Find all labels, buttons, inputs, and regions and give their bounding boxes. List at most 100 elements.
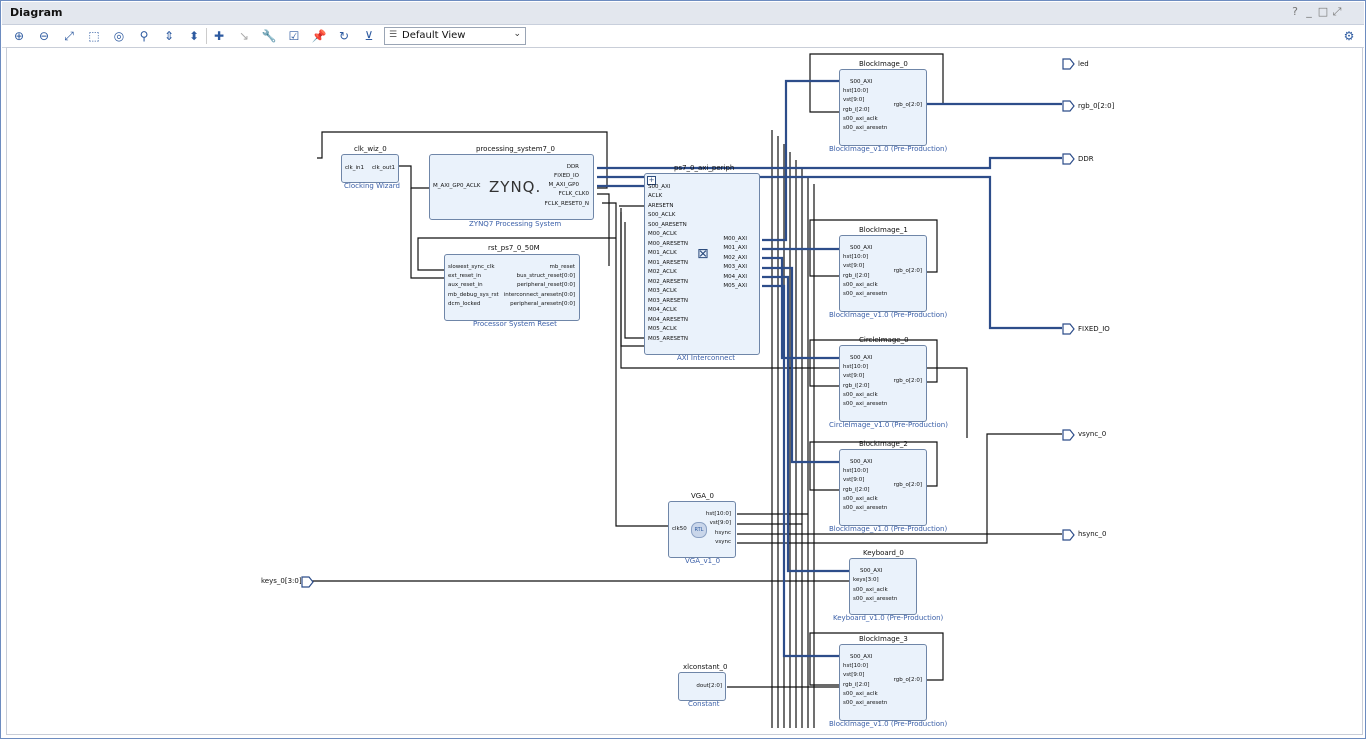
auto-fit-icon[interactable]: ◎ — [113, 29, 125, 43]
validate-icon[interactable]: ☑ — [288, 29, 300, 43]
axi-input-14: M04_ARESETN — [648, 317, 688, 323]
ps7-name: processing_system7_0 — [476, 145, 555, 153]
bi3-input-3: rgb_i[2:0] — [843, 682, 870, 688]
bi3-block[interactable]: S00_AXI hst[10:0] vst[9:0] rgb_i[2:0] s0… — [839, 644, 927, 721]
minimize-icon[interactable]: _ — [1306, 5, 1312, 18]
ci0-input-5: s00_axi_aresetn — [843, 401, 888, 407]
help-icon[interactable]: ? — [1292, 5, 1298, 18]
rst-output-2: peripheral_reset[0:0] — [516, 282, 575, 288]
port-vsync[interactable]: vsync_0 — [1078, 430, 1107, 438]
pin-icon[interactable]: 📌 — [311, 29, 327, 43]
kb0-name: Keyboard_0 — [863, 549, 904, 557]
axi-input-8: M01_ARESETN — [648, 260, 688, 266]
kb0-input-2: s00_axi_aclk — [853, 587, 888, 593]
bi0-sub: BlockImage_v1.0 (Pre-Production) — [829, 145, 948, 153]
axi-output-0: M00_AXI — [723, 236, 747, 242]
rtl-badge: RTL — [691, 522, 707, 538]
axi-input-7: M01_ACLK — [648, 250, 677, 256]
collapse-icon[interactable]: ⇕ — [163, 29, 175, 43]
zoom-area-icon[interactable]: ⬚ — [88, 29, 100, 43]
bi1-input-1: hst[10:0] — [843, 254, 869, 260]
expand-icon[interactable]: + — [647, 176, 656, 185]
port-hsync[interactable]: hsync_0 — [1078, 530, 1107, 538]
add-ip-icon[interactable]: ✚ — [213, 29, 225, 43]
bi0-input-3: rgb_i[2:0] — [843, 107, 870, 113]
view-select-value: Default View — [402, 30, 466, 41]
bi2-input-3: rgb_i[2:0] — [843, 487, 870, 493]
bi0-input-2: vst[9:0] — [843, 97, 865, 103]
bi3-input-1: hst[10:0] — [843, 663, 869, 669]
window-title: Diagram — [10, 6, 63, 19]
ps7-output-4: FCLK_RESET0_N — [544, 201, 589, 207]
port-keys[interactable]: keys_0[3:0] — [261, 577, 302, 585]
axi-sub: AXI Interconnect — [677, 354, 736, 362]
optimize-routing-icon[interactable]: ⊻ — [364, 29, 374, 43]
rst-block[interactable]: slowest_sync_clk ext_reset_in aux_reset_… — [444, 254, 580, 321]
expand-icon[interactable]: ⬍ — [188, 29, 200, 43]
view-list-icon: ☰ — [389, 30, 398, 40]
port-led[interactable]: led — [1078, 60, 1089, 68]
rst-output-0: mb_reset — [549, 264, 575, 270]
wire-layer — [307, 53, 1062, 728]
axi-input-13: M04_ACLK — [648, 307, 677, 313]
restore-icon[interactable]: □ — [1317, 5, 1329, 18]
ps7-output-3: FCLK_CLK0 — [558, 191, 589, 197]
bi0-block[interactable]: S00_AXI hst[10:0] vst[9:0] rgb_i[2:0] s0… — [839, 69, 927, 146]
bi1-input-5: s00_axi_aresetn — [843, 291, 888, 297]
axi-input-6: M00_ARESETN — [648, 241, 688, 247]
search-icon[interactable]: ⚲ — [139, 29, 149, 43]
make-connection-icon[interactable]: ↘ — [238, 29, 250, 43]
title-bar: Diagram ? _ □ ⤢ — [2, 2, 1364, 25]
rst-output-3: interconnect_aresetn[0:0] — [503, 292, 575, 298]
vga-name: VGA_0 — [691, 492, 714, 500]
port-fixed-io[interactable]: FIXED_IO — [1078, 325, 1110, 333]
xlconst-block[interactable]: dout[2:0] — [678, 672, 726, 701]
diagram-canvas[interactable]: clk_wiz_0 clk_in1 clk_out1 Clocking Wiza… — [6, 47, 1363, 735]
port-rgb[interactable]: rgb_0[2:0] — [1078, 102, 1115, 110]
bi1-input-2: vst[9:0] — [843, 263, 865, 269]
axi-input-10: M02_ARESETN — [648, 279, 688, 285]
kb0-input-3: s00_axi_aresetn — [853, 596, 898, 602]
clk-wiz-sub: Clocking Wizard — [344, 182, 400, 190]
ps7-sub: ZYNQ7 Processing System — [469, 220, 562, 228]
bi2-input-5: s00_axi_aresetn — [843, 505, 888, 511]
rst-input-3: mb_debug_sys_rst — [448, 292, 499, 298]
regenerate-icon[interactable]: ↻ — [338, 29, 350, 43]
bi2-block[interactable]: S00_AXI hst[10:0] vst[9:0] rgb_i[2:0] s0… — [839, 449, 927, 526]
axi-input-9: M02_ACLK — [648, 269, 677, 275]
gear-icon[interactable]: ⚙ — [1343, 29, 1355, 43]
axi-input-3: S00_ACLK — [648, 212, 676, 218]
rst-sub: Processor System Reset — [473, 320, 557, 328]
vga-output-0: hst[10:0] — [705, 511, 731, 517]
ci0-sub: CircleImage_v1.0 (Pre-Production) — [829, 421, 948, 429]
ps7-block[interactable]: M_AXI_GP0_ACLK ZYNQ. DDR FIXED_IO M_AXI_… — [429, 154, 594, 220]
ci0-input-2: vst[9:0] — [843, 373, 865, 379]
bi1-block[interactable]: S00_AXI hst[10:0] vst[9:0] rgb_i[2:0] s0… — [839, 235, 927, 312]
maximize-icon[interactable]: ⤢ — [1332, 5, 1342, 18]
rst-input-0: slowest_sync_clk — [448, 264, 495, 270]
clk-wiz-block[interactable]: clk_in1 clk_out1 — [341, 154, 399, 183]
bi0-name: BlockImage_0 — [859, 60, 908, 68]
bi0-input-1: hst[10:0] — [843, 88, 869, 94]
bi3-input-4: s00_axi_aclk — [843, 691, 878, 697]
bi1-input-3: rgb_i[2:0] — [843, 273, 870, 279]
view-select[interactable]: ☰ Default View ⌄ — [384, 27, 526, 45]
properties-icon[interactable]: 🔧 — [261, 29, 277, 43]
kb0-block[interactable]: S00_AXI keys[3:0] s00_axi_aclk s00_axi_a… — [849, 558, 917, 615]
port-ddr[interactable]: DDR — [1078, 155, 1094, 163]
port-arrow-icon — [1062, 429, 1075, 441]
vga-output-3: vsync — [715, 539, 731, 545]
chevron-down-icon: ⌄ — [513, 29, 521, 39]
zoom-out-icon[interactable]: ⊖ — [38, 29, 50, 43]
ci0-block[interactable]: S00_AXI hst[10:0] vst[9:0] rgb_i[2:0] s0… — [839, 345, 927, 422]
bi3-sub: BlockImage_v1.0 (Pre-Production) — [829, 720, 948, 728]
ci0-input-1: hst[10:0] — [843, 364, 869, 370]
axi-output-1: M01_AXI — [723, 245, 747, 251]
ps7-input-0: M_AXI_GP0_ACLK — [433, 183, 481, 189]
rst-input-2: aux_reset_in — [448, 282, 483, 288]
vga-block[interactable]: clk50 RTL hst[10:0] vst[9:0] hsync vsync — [668, 501, 736, 558]
zoom-fit-icon[interactable]: ⤢ — [64, 28, 74, 43]
axi-block[interactable]: + S00_AXI ACLK ARESETN S00_ACLK S00_ARES… — [644, 173, 760, 355]
bi1-name: BlockImage_1 — [859, 226, 908, 234]
zoom-in-icon[interactable]: ⊕ — [13, 29, 25, 43]
